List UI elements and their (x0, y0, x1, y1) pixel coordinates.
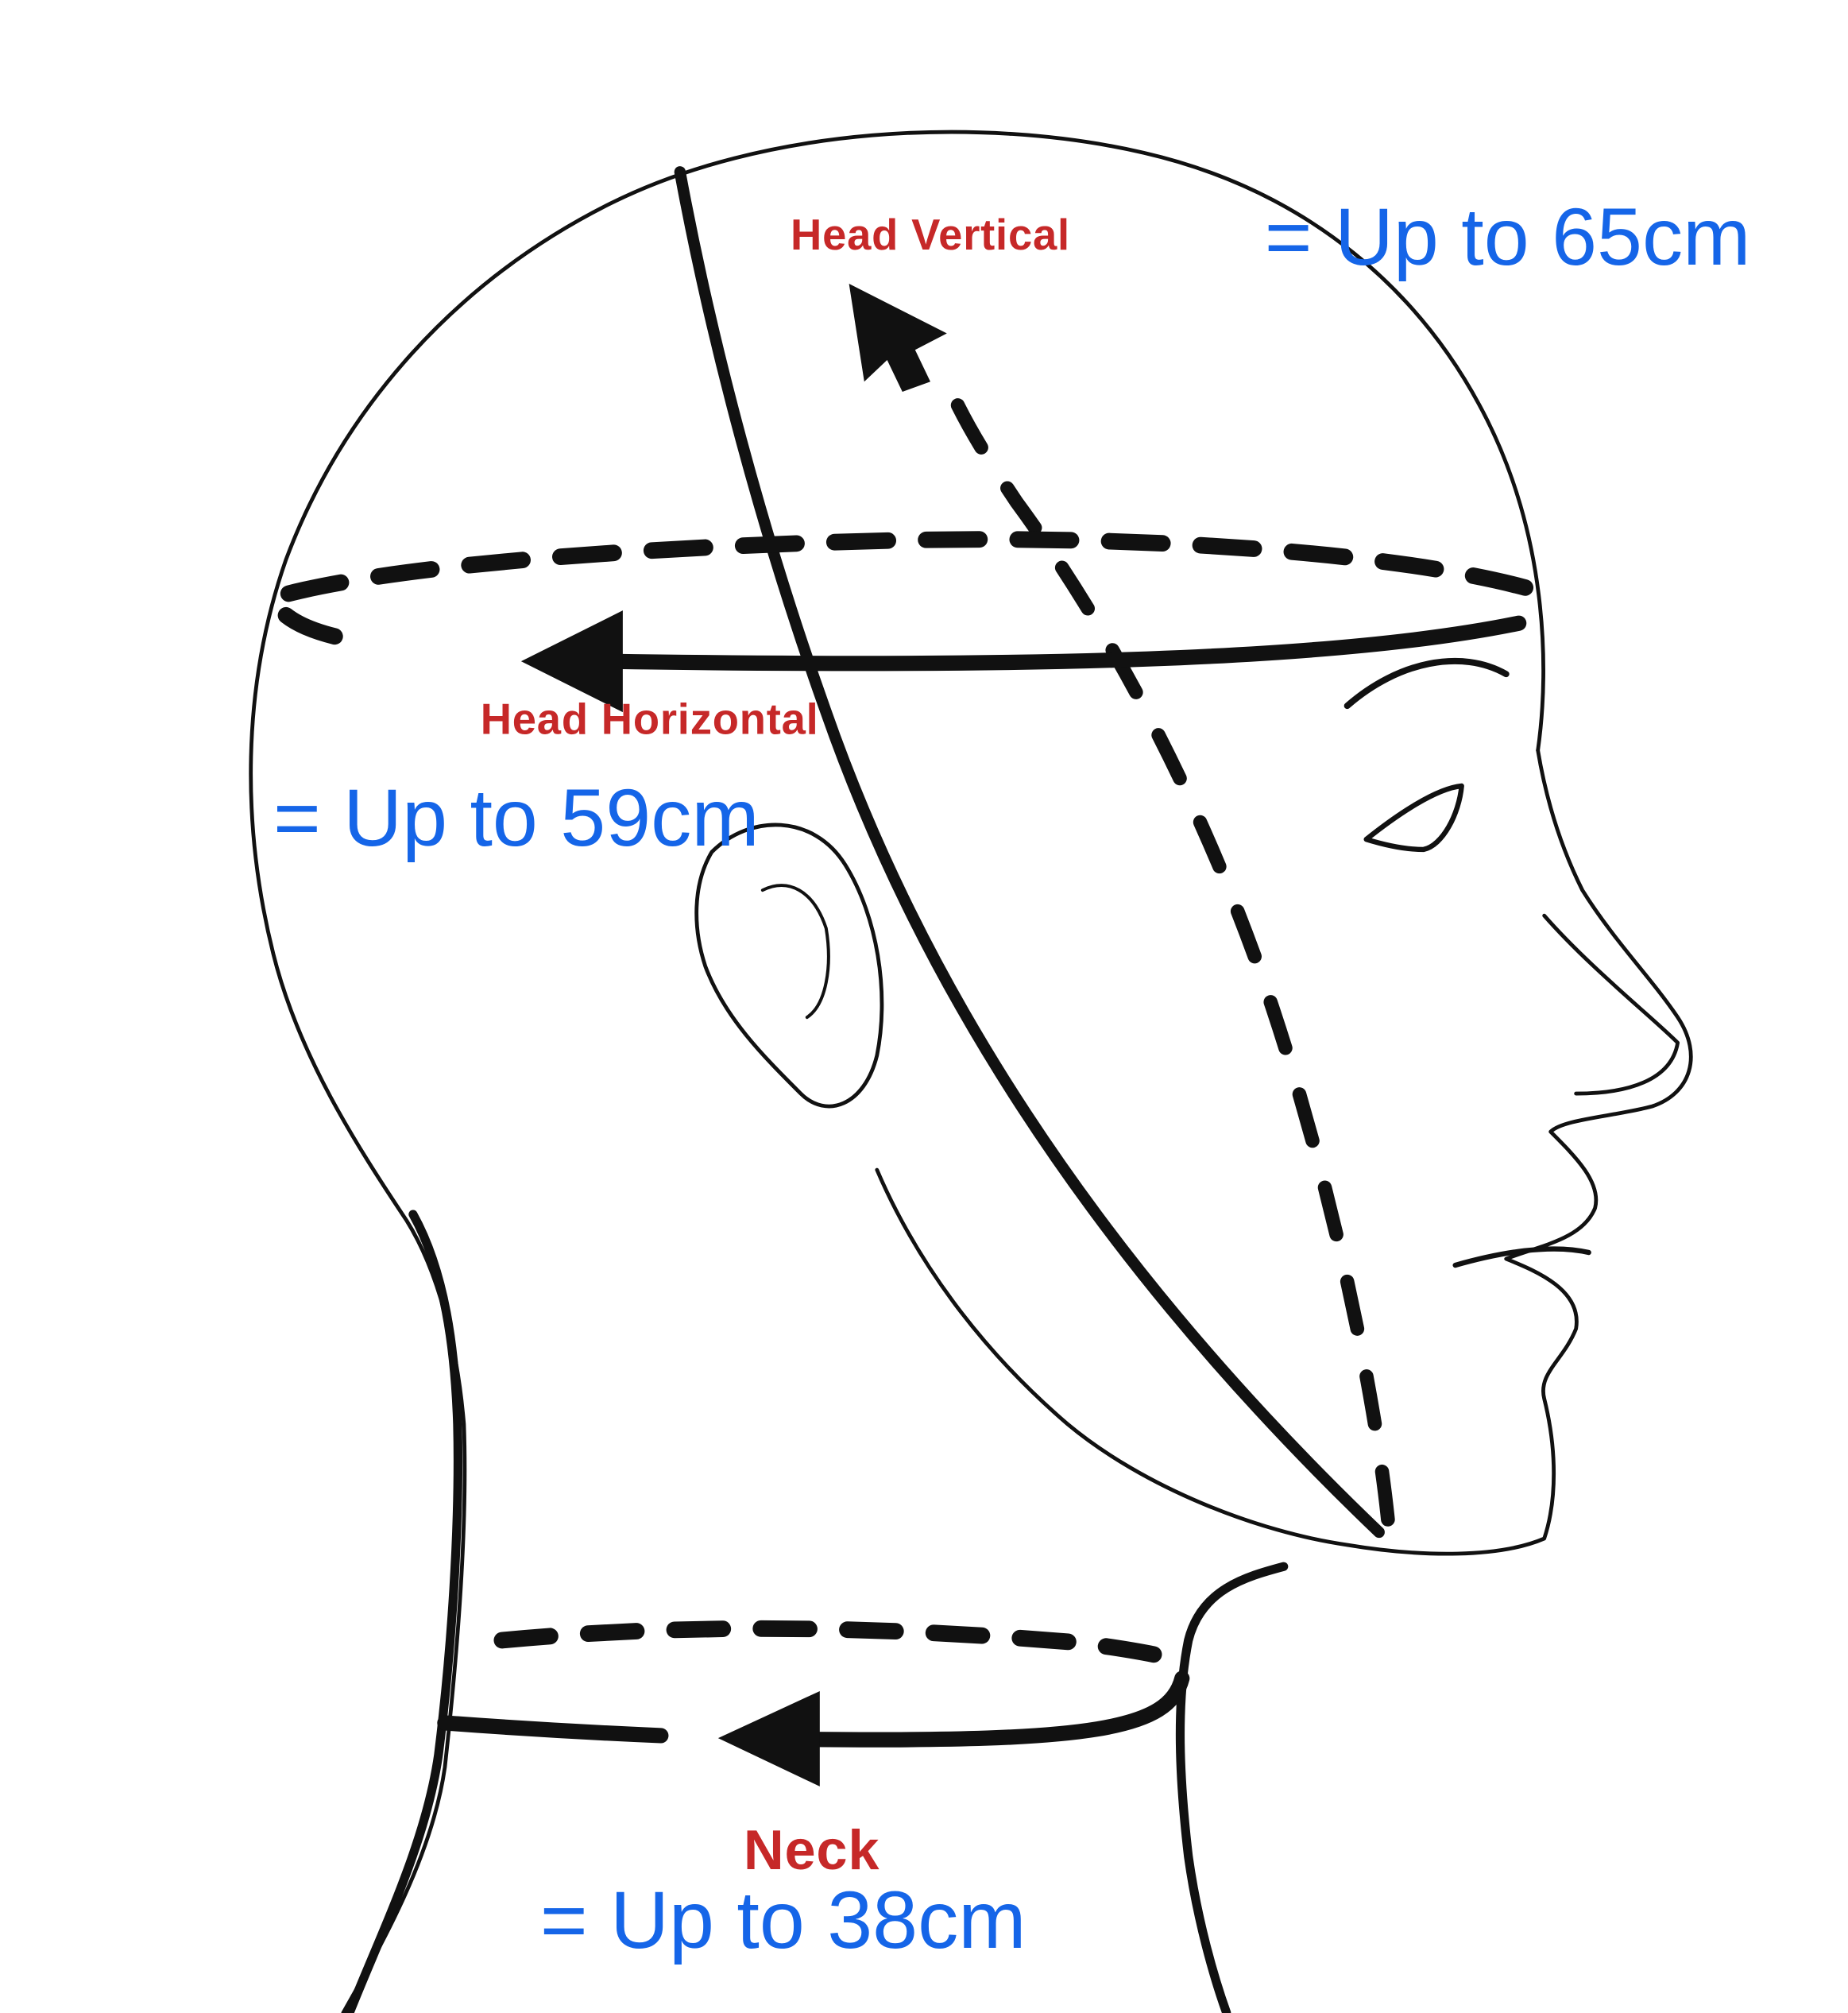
neck-dashed-ring (493, 1620, 1185, 1668)
mouth (1452, 1246, 1591, 1268)
head-vertical-label: Head Vertical (791, 211, 1070, 259)
eye (1363, 783, 1464, 853)
nose (1542, 913, 1680, 1096)
head-vertical-dashed-line (939, 374, 1395, 1527)
head-outline (249, 130, 1545, 2013)
neck-solid-line (437, 1670, 1190, 1748)
neck-label: Neck (744, 1818, 880, 1881)
neck-value: = Up to 38cm (540, 1874, 1026, 1965)
head-horizontal-label: Head Horizontal (481, 695, 819, 743)
head-vertical-value: = Up to 65cm (1265, 191, 1751, 282)
ear-inner (760, 884, 830, 1020)
eyebrow (1343, 657, 1510, 710)
ear (694, 823, 884, 1109)
head-horizontal-dashed-ring (265, 531, 1534, 651)
head-horizontal-solid-line (602, 615, 1527, 672)
head-horizontal-value: = Up to 59cm (273, 772, 760, 863)
neck-front (1175, 1562, 1289, 2013)
neck-back (345, 1210, 463, 2013)
face-profile (875, 748, 1693, 1556)
head-vertical-solid-line (674, 166, 1385, 1539)
head-horizontal-arrow-icon (520, 610, 623, 713)
neck-arrow-icon (717, 1690, 820, 1787)
head-vertical-arrow-icon (849, 284, 947, 393)
